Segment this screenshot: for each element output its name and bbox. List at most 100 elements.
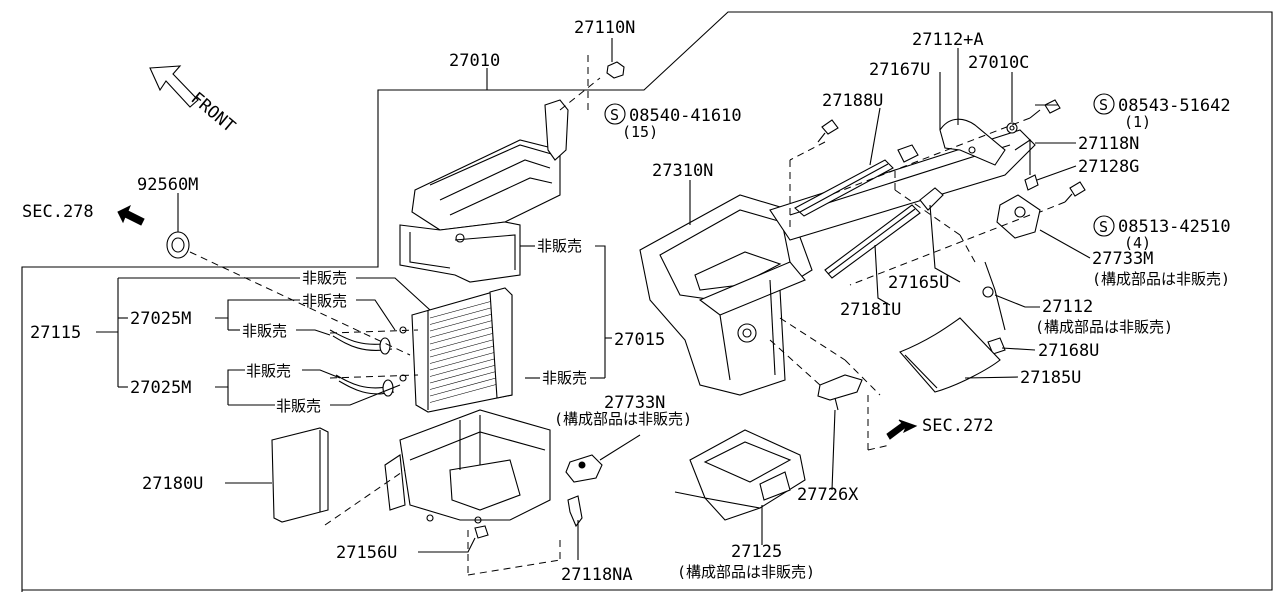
fin-line [429, 332, 497, 351]
part-27112A[interactable]: 27112+A [912, 30, 984, 50]
not-for-sale-label: 非販売 [537, 237, 582, 255]
part-27185U[interactable]: 27185U [1020, 368, 1081, 388]
sensor-27726X [817, 374, 863, 411]
svg-text:S: S [1099, 218, 1108, 236]
clip-27128G-icon [1024, 174, 1039, 191]
seal-27181U [824, 204, 921, 279]
front-label: FRONT [187, 89, 239, 137]
part-27733N[interactable]: 27733N [604, 393, 665, 413]
screw-08540-icon [817, 119, 839, 143]
actuator-27733N [565, 454, 603, 483]
part-27167U[interactable]: 27167U [869, 60, 930, 80]
dashed-guides [189, 77, 1066, 576]
front-arrow-icon: FRONT [149, 65, 239, 137]
screw-08543-icon [1029, 99, 1061, 119]
clip-27168U [987, 337, 1006, 355]
cover-27185U [899, 317, 1001, 393]
part-27115[interactable]: 27115 [30, 323, 81, 343]
clip-27156U [474, 525, 489, 539]
part-27168U[interactable]: 27168U [1038, 341, 1099, 361]
washer-27010C-icon [1006, 122, 1018, 134]
leader-lines [96, 38, 1091, 560]
heater-pipes [329, 326, 407, 397]
screw-symbol-icon: S [1093, 93, 1115, 115]
part-27118N[interactable]: 27118N [1078, 134, 1139, 154]
not-for-sale-label: 非販売 [276, 397, 321, 415]
part-27015[interactable]: 27015 [614, 330, 665, 350]
part-27112[interactable]: 27112 [1042, 297, 1093, 317]
part-27128G[interactable]: 27128G [1078, 157, 1139, 177]
part-labels: 27110N 27010 27112+A 27167U 27010C 27188… [30, 18, 1231, 585]
fin-line [429, 325, 497, 345]
rod-27118N [1014, 138, 1031, 175]
part-27156U[interactable]: 27156U [336, 543, 397, 563]
svg-text:S: S [610, 106, 619, 124]
not-for-sale-label: 非販売 [542, 369, 587, 387]
part-27110N[interactable]: 27110N [574, 18, 635, 38]
screw-08513-icon [1064, 181, 1086, 203]
seal-92560M [166, 231, 190, 259]
screw-symbol-icon: S [1093, 215, 1115, 237]
sec-272-label[interactable]: SEC.272 [922, 416, 994, 436]
part-27310N[interactable]: 27310N [652, 161, 713, 181]
filter-27180U [271, 427, 329, 523]
heater-core [411, 287, 513, 413]
part-27188U[interactable]: 27188U [822, 91, 883, 111]
note-27125: (構成部品は非販売) [677, 563, 815, 581]
fin-line [429, 371, 497, 390]
part-08513-42510[interactable]: 08513-42510 [1118, 217, 1231, 237]
fin-line [429, 364, 497, 384]
part-27010C[interactable]: 27010C [968, 53, 1029, 73]
part-27010[interactable]: 27010 [449, 51, 500, 71]
actuator-27733M [996, 194, 1041, 239]
not-for-sale-label: 非販売 [302, 269, 347, 287]
screw-symbol-icon: S [604, 103, 626, 125]
not-for-sale-label: 非販売 [302, 292, 347, 310]
note-27112: (構成部品は非販売) [1035, 318, 1173, 336]
part-27125[interactable]: 27125 [731, 542, 782, 562]
fin-line [429, 377, 497, 397]
fin-line [429, 312, 497, 332]
lower-case-27015 [384, 409, 551, 524]
part-27726X[interactable]: 27726X [797, 485, 859, 505]
fin-line [429, 338, 497, 358]
part-27025M-lower[interactable]: 27025M [130, 378, 191, 398]
seal-27188U [794, 159, 894, 217]
part-27733M[interactable]: 27733M [1092, 249, 1153, 269]
upper-case-27010 [399, 99, 569, 283]
part-27025M-upper[interactable]: 27025M [130, 309, 191, 329]
fin-line [429, 306, 497, 325]
fin-line [429, 358, 497, 377]
pin-27167U [897, 144, 919, 163]
bracket-27165U [919, 187, 944, 211]
part-08543-51642[interactable]: 08543-51642 [1118, 96, 1231, 116]
fin-line [429, 345, 497, 364]
part-27118NA[interactable]: 27118NA [561, 565, 633, 585]
part-27181U[interactable]: 27181U [840, 300, 901, 320]
sec-278-label[interactable]: SEC.278 [22, 202, 94, 222]
fin-line [429, 384, 497, 403]
fin-line [429, 319, 497, 338]
blower-case-27310N [639, 129, 1036, 396]
fin-line [429, 299, 497, 319]
not-for-sale-label: 非販売 [242, 322, 287, 340]
part-27165U[interactable]: 27165U [888, 273, 949, 293]
nut-27110N-icon [587, 55, 625, 115]
note-27733M: (構成部品は非販売) [1092, 270, 1230, 288]
not-for-sale-label: 非販売 [246, 362, 291, 380]
part-08540-41610[interactable]: 08540-41610 [629, 106, 742, 126]
qty-08543: (1) [1124, 113, 1151, 131]
fin-line [429, 351, 497, 371]
qty-08540: (15) [622, 123, 658, 141]
part-92560M[interactable]: 92560M [137, 175, 198, 195]
bracket-27112A [939, 118, 1006, 166]
arrow-left-icon [117, 204, 145, 226]
qty-08513: (4) [1124, 234, 1151, 252]
link-27118NA [567, 495, 583, 528]
rod-27112 [982, 261, 1006, 331]
note-27733N: (構成部品は非販売) [554, 410, 692, 428]
arrow-right-icon [886, 419, 918, 440]
svg-text:S: S [1099, 96, 1108, 114]
part-27180U[interactable]: 27180U [142, 474, 203, 494]
